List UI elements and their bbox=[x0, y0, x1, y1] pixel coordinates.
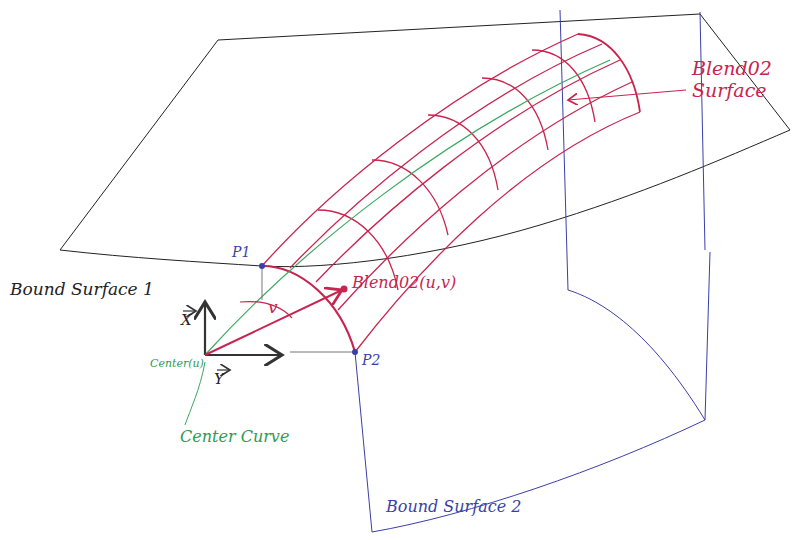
center-curve bbox=[205, 60, 610, 355]
construction-lines bbox=[262, 266, 352, 352]
bound-surface-2 bbox=[355, 10, 710, 532]
point-label: P2 bbox=[362, 352, 380, 368]
bound-surface-1 bbox=[60, 14, 790, 267]
x-vector bbox=[204, 302, 206, 355]
p1-point bbox=[259, 263, 265, 269]
blend-surface-mesh bbox=[262, 34, 640, 352]
angle-label: v bbox=[268, 298, 278, 318]
point-label: Center(u) bbox=[150, 358, 204, 371]
surface-label: Bound Surface 2 bbox=[386, 498, 521, 516]
point-label: Blend02(u,v) bbox=[352, 274, 456, 292]
vector-label: X bbox=[181, 312, 192, 329]
curve-label: Center Curve bbox=[180, 428, 289, 446]
blend-point bbox=[341, 286, 348, 293]
point-label: P1 bbox=[232, 244, 250, 260]
y-vector bbox=[205, 354, 282, 356]
vector-label: Y bbox=[214, 371, 224, 388]
center-leader bbox=[185, 362, 205, 425]
callout-leader bbox=[568, 90, 686, 100]
surface-label: Bound Surface 1 bbox=[10, 280, 154, 300]
radius-vector bbox=[205, 290, 342, 355]
callout-label: Blend02 Surface bbox=[692, 58, 792, 102]
p2-point bbox=[352, 349, 358, 355]
angle-arc bbox=[240, 302, 292, 318]
